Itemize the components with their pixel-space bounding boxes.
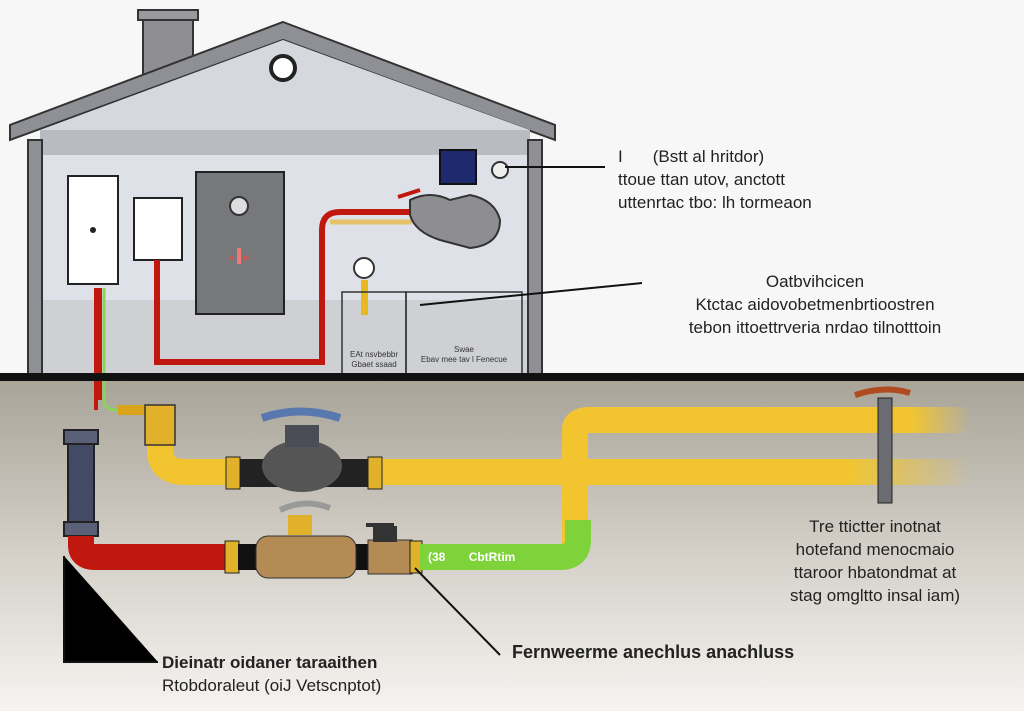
label-line: stag omgltto insal iam): [789, 586, 961, 605]
supply-pipe-main: [147, 425, 970, 485]
equipment-box-line: Swae: [453, 345, 474, 354]
label-line: Dieinatr oidaner taraaithen: [162, 653, 378, 672]
label-middle-right: Oatbvihcicen Ktctac aidovobetmenbrtioost…: [655, 270, 975, 339]
heat-exchanger: [397, 149, 509, 250]
interior-return-pipe: [154, 209, 410, 365]
controller-box: [133, 197, 183, 261]
connector-pipe: [420, 520, 591, 570]
pipe-label: (38 CbtRtim: [428, 550, 515, 564]
label-marker: I: [618, 147, 623, 166]
equipment-box-line: Ebav mee tav l Fenecue: [420, 355, 508, 364]
label-line: Ktctac aidovobetmenbrtioostren: [695, 295, 935, 314]
shutoff-valve-right[interactable]: [854, 386, 911, 504]
gauge-box-line: Gbaet ssaad: [351, 360, 397, 369]
supply-pipe-upper: [562, 407, 970, 545]
service-pipe-vertical: [67, 431, 95, 533]
brass-valve[interactable]: [255, 500, 413, 579]
label-line: Tre ttictter inotnat: [809, 517, 941, 536]
attic-window-icon: [269, 54, 297, 82]
ground-line: [0, 373, 1024, 381]
label-line: Fernweerme anechlus anachluss: [512, 642, 795, 662]
label-line: (Bstt al hritdor): [652, 147, 765, 166]
equipment-box-text: Swae Ebav mee tav l Fenecue: [407, 345, 521, 365]
label-line: Oatbvihcicen: [765, 272, 865, 291]
gauge-box-text: EAt nsvbebbr Gbaet ssaad: [343, 350, 405, 370]
label-line: Rtobdoraleut (oiJ Vetscnptot): [162, 676, 382, 695]
label-line: ttaroor hbatondmat at: [793, 563, 957, 582]
label-bottom-center: Fernweerme anechlus anachluss: [512, 641, 794, 664]
label-bottom-left: Dieinatr oidaner taraaithen Rtobdoraleut…: [162, 651, 381, 697]
shutoff-valve-upper[interactable]: [225, 407, 383, 493]
pressure-gauge-icon: [353, 257, 375, 279]
label-lower-right: Tre ttictter inotnat hotefand menocmaio …: [760, 515, 990, 607]
pipe-label-part1: (38: [428, 550, 446, 564]
label-line: uttenrtac tbo: lh tormeaon: [618, 193, 812, 212]
label-line: hotefand menocmaio: [795, 540, 955, 559]
electrical-cabinet: [195, 171, 285, 315]
gauge-box-line: EAt nsvbebbr: [349, 350, 399, 359]
pipe-label-part2: CbtRtim: [468, 550, 516, 564]
label-line: tebon ittoettrveria nrdao tilnotttoin: [688, 318, 942, 337]
return-pipe-main: [68, 536, 235, 570]
label-line: ttoue ttan utov, anctott: [618, 170, 785, 189]
label-top-right: I (Bstt al hritdor) ttoue ttan utov, anct…: [618, 145, 812, 214]
